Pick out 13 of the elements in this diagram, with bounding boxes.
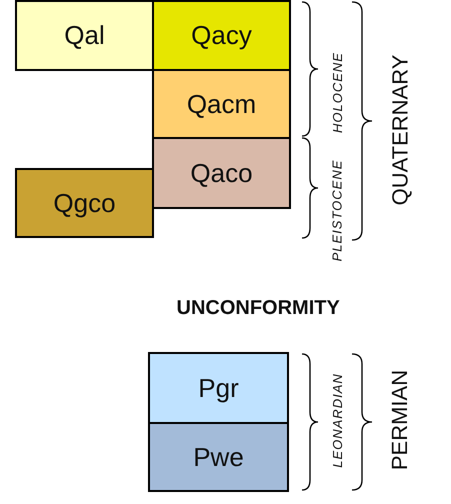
map-unit-box: Qacy [152, 0, 291, 71]
epoch-label: PLEISTOCENE [329, 159, 344, 261]
period-label: PERMIAN [387, 370, 414, 470]
unconformity-label: UNCONFORMITY [176, 296, 340, 320]
epoch-label: HOLOCENE [329, 52, 344, 132]
map-unit-box: Qal [15, 0, 154, 71]
map-unit-box: Qgco [15, 168, 154, 238]
map-unit-box: Qacm [152, 69, 291, 139]
map-unit-box: Pgr [148, 352, 289, 424]
map-unit-box: Qaco [152, 137, 291, 209]
period-label: QUATERNARY [386, 54, 413, 206]
map-unit-box: Pwe [148, 422, 289, 492]
epoch-label: LEONARDIAN [329, 372, 344, 468]
